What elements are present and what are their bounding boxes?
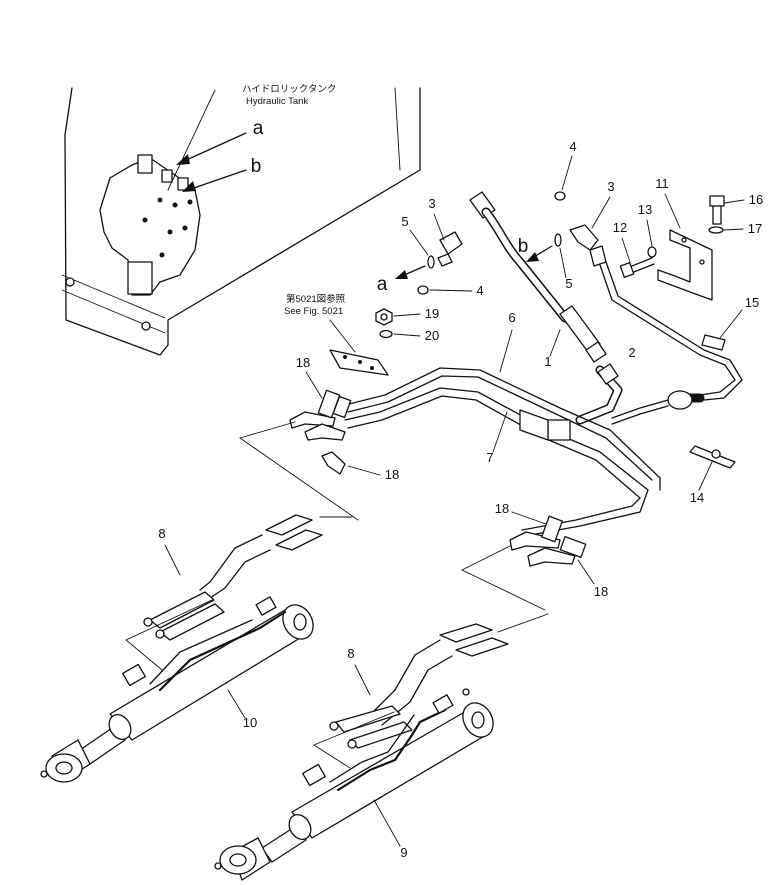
- callout-15: 15: [745, 295, 759, 310]
- arrow-b-valve: [182, 169, 247, 192]
- right-hoses-8: [313, 613, 549, 769]
- callout-13: 13: [638, 202, 652, 217]
- tank-label-jp: ハイドロリックタンク: [242, 84, 336, 95]
- arrow-a-valve: [176, 132, 247, 165]
- ref-label-en: See Fig. 5021: [284, 306, 343, 317]
- hydraulic-cylinder-10: [40, 596, 314, 783]
- plug-4-left: [417, 285, 429, 295]
- callout-5-right: 5: [565, 276, 572, 291]
- hose-1: [469, 191, 623, 425]
- hose-fittings-18-left: [239, 389, 359, 521]
- washer-17: [708, 226, 724, 234]
- callout-5-left: 5: [401, 214, 408, 229]
- washer-13: [647, 246, 657, 258]
- callout-9: 9: [400, 845, 407, 860]
- callout-18-d: 18: [594, 584, 608, 599]
- callout-3-right: 3: [607, 179, 614, 194]
- callout-11: 11: [655, 176, 669, 191]
- tube-7: [344, 387, 649, 537]
- callout-8-left: 8: [158, 526, 165, 541]
- nut-19: [375, 308, 393, 326]
- callout-14: 14: [690, 490, 704, 505]
- arrow-a-fitting: [395, 265, 426, 279]
- arrow-b-fitting: [526, 245, 553, 262]
- letter-b-valve: b: [251, 156, 262, 177]
- tank-label-en: Hydraulic Tank: [246, 96, 308, 107]
- callout-2: 2: [628, 345, 635, 360]
- hydraulic-tank: [61, 87, 421, 356]
- bracket-11: [657, 229, 713, 301]
- callout-8-right: 8: [347, 646, 354, 661]
- callout-18-a: 18: [296, 355, 310, 370]
- letter-a-fitting: a: [377, 274, 388, 295]
- callout-17: 17: [748, 221, 762, 236]
- pipe-2: [599, 261, 743, 425]
- hose-fittings-18-right: [461, 515, 587, 611]
- left-hoses-8: [125, 514, 353, 671]
- bolt-12: [619, 257, 655, 278]
- callout-20: 20: [425, 328, 439, 343]
- callout-1: 1: [544, 354, 551, 369]
- callout-3-left: 3: [428, 196, 435, 211]
- callout-10: 10: [243, 715, 257, 730]
- elbow-3-right: [569, 224, 607, 267]
- control-valve: [99, 89, 216, 296]
- tube-6: [344, 367, 661, 491]
- callout-6: 6: [508, 310, 515, 325]
- callout-16: 16: [749, 192, 763, 207]
- hydraulic-cylinder-9: [214, 688, 494, 881]
- callout-4-left: 4: [476, 283, 483, 298]
- bolt-16: [709, 195, 725, 225]
- callout-12: 12: [613, 220, 627, 235]
- mounting-plate: [329, 349, 389, 376]
- letter-b-fitting: b: [518, 236, 529, 257]
- ref-label-jp: 第5021図参照: [286, 293, 346, 305]
- clamp-15: [701, 334, 726, 351]
- washer-20: [379, 329, 393, 339]
- callout-4-right: 4: [569, 139, 576, 154]
- callout-18-c: 18: [495, 501, 509, 516]
- clamp-14: [689, 445, 736, 469]
- plug-4-right: [554, 191, 566, 201]
- callout-18-b: 18: [385, 467, 399, 482]
- callout-7: 7: [486, 450, 493, 465]
- elbow-3-left: [437, 231, 463, 267]
- o-ring-5-right: [554, 233, 562, 247]
- o-ring-5-left: [427, 255, 435, 269]
- letter-a-valve: a: [253, 118, 264, 139]
- callout-19: 19: [425, 306, 439, 321]
